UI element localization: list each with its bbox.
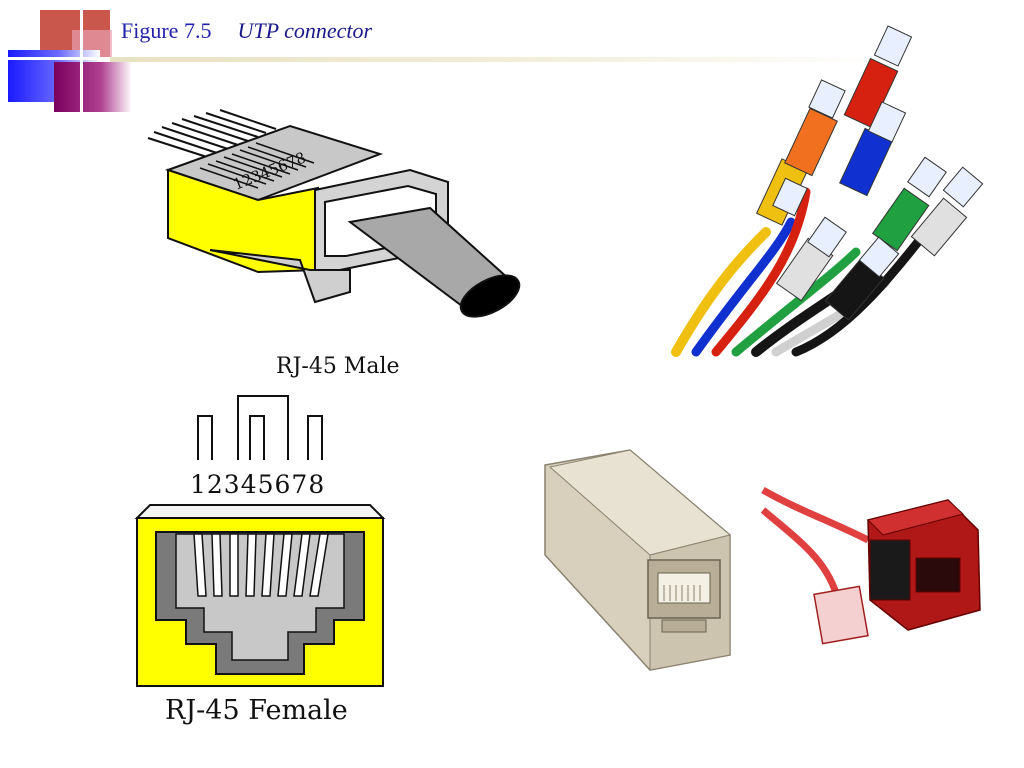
deco-square-purple <box>54 62 132 112</box>
female-pin-numbers: 12345678 <box>190 470 326 499</box>
rj45-female-jack-drawing <box>134 504 386 687</box>
figure-number: Figure 7.5 <box>121 18 212 43</box>
pin-pair-diagram <box>197 395 323 460</box>
slide-title: Figure 7.5 UTP connector <box>121 18 372 46</box>
plug-wires <box>147 109 277 159</box>
rj45-male-plug-drawing: 12345678 <box>147 109 521 318</box>
rj45-female-label: RJ-45 Female <box>165 695 348 726</box>
corner-decoration <box>0 0 140 118</box>
inline-coupler-photo <box>544 449 732 671</box>
keystone-jack-photo <box>760 486 981 645</box>
title-underline <box>110 57 890 62</box>
figure-caption: UTP connector <box>237 18 373 43</box>
deco-line-horizontal <box>0 57 140 60</box>
rj45-male-label: RJ-45 Male <box>276 354 400 379</box>
colored-patch-cables-photo <box>671 25 984 357</box>
